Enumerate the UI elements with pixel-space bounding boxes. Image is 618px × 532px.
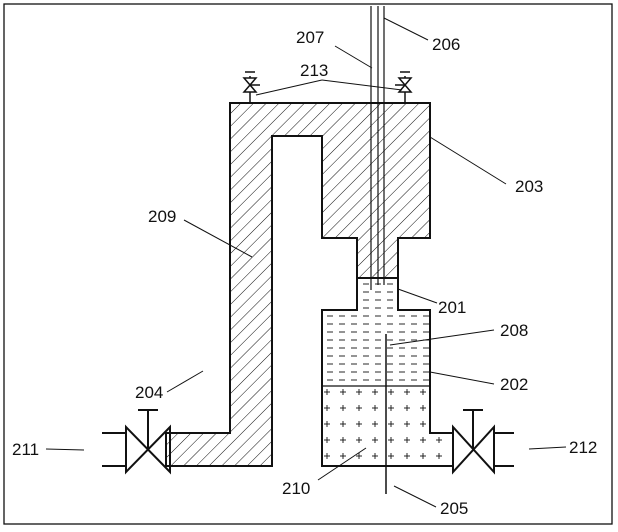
right-valve bbox=[452, 424, 495, 475]
label-212: 212 bbox=[569, 438, 597, 457]
label-205: 205 bbox=[440, 499, 468, 518]
label-206: 206 bbox=[432, 35, 460, 54]
leader-203 bbox=[429, 136, 507, 185]
leader-213-right bbox=[321, 79, 403, 91]
left-pipe bbox=[102, 432, 170, 467]
label-213: 213 bbox=[300, 61, 328, 80]
label-207: 207 bbox=[296, 28, 324, 47]
leader-202 bbox=[429, 371, 495, 385]
vessel-body-203-209 bbox=[165, 102, 431, 467]
label-210: 210 bbox=[282, 479, 310, 498]
leader-207 bbox=[334, 45, 373, 69]
leader-209 bbox=[183, 219, 253, 258]
leader-213-left bbox=[255, 79, 323, 96]
right-pipe bbox=[449, 432, 514, 467]
leader-212 bbox=[528, 446, 567, 450]
label-209: 209 bbox=[148, 207, 176, 226]
chamber-202-upper-liquid bbox=[322, 310, 430, 386]
label-204: 204 bbox=[135, 383, 163, 402]
figure-border bbox=[3, 3, 613, 525]
chamber-202-outline bbox=[321, 278, 453, 467]
left-valve bbox=[125, 424, 171, 475]
top-valve-left bbox=[242, 71, 260, 103]
leader-206 bbox=[383, 17, 429, 41]
top-valve-right bbox=[395, 71, 413, 103]
leader-204 bbox=[166, 370, 204, 393]
label-202: 202 bbox=[500, 375, 528, 394]
chamber-202-lower-solid bbox=[322, 386, 453, 466]
label-201: 201 bbox=[438, 298, 466, 317]
leader-201 bbox=[397, 288, 438, 304]
leader-210 bbox=[317, 447, 367, 481]
label-203: 203 bbox=[515, 177, 543, 196]
leader-208 bbox=[389, 329, 495, 346]
leader-211 bbox=[45, 448, 85, 451]
label-211: 211 bbox=[12, 440, 39, 459]
label-208: 208 bbox=[500, 321, 528, 340]
leader-205 bbox=[393, 485, 437, 508]
